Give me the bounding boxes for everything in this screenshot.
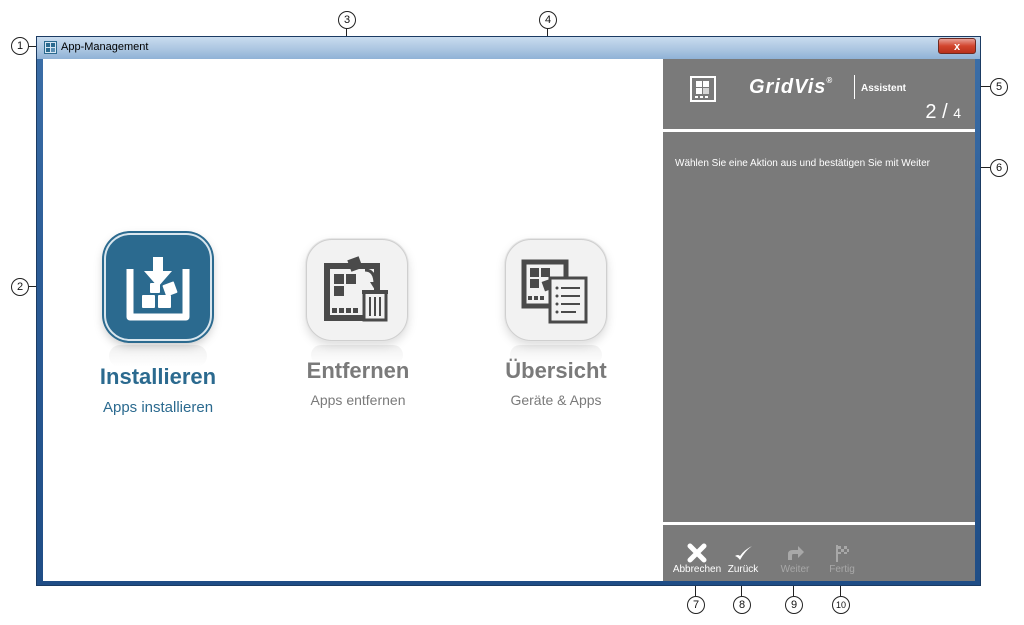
cancel-button[interactable]: Abbrechen [669, 541, 725, 577]
callout-1: 1 [11, 37, 29, 55]
remove-tile-icon[interactable] [306, 239, 408, 341]
install-tile-icon[interactable] [104, 233, 212, 341]
overview-tile-icon[interactable] [505, 239, 607, 341]
title-bar[interactable]: App-Management x [37, 37, 980, 59]
brand-name: GridVis® [749, 76, 833, 99]
overview-title: Übersicht [505, 358, 607, 383]
client-area: Installieren Apps installieren [43, 59, 975, 581]
callout-10: 10 [832, 596, 850, 614]
finish-label: Fertig [829, 564, 855, 575]
leader-1 [29, 46, 40, 47]
overview-tile-reflection [510, 345, 602, 365]
assistant-label: Assistent [861, 83, 907, 94]
install-subtitle: Apps installieren [102, 399, 214, 416]
back-check-icon [735, 546, 752, 560]
step-indicator: 2 / 4 [925, 101, 961, 124]
step-separator: / [942, 101, 948, 123]
next-label: Weiter [780, 564, 810, 575]
callout-7: 7 [687, 596, 705, 614]
back-label: Zurück [727, 564, 759, 575]
callout-4: 4 [539, 11, 557, 29]
back-button[interactable]: Zurück [715, 541, 771, 577]
window-close-button[interactable]: x [938, 38, 976, 54]
assistant-header: GridVis® | Assistent 2 / 4 [663, 59, 975, 127]
overview-subtitle: Geräte & Apps [510, 392, 602, 408]
brand-registered-mark: ® [826, 76, 834, 85]
finish-flag-icon [836, 545, 849, 562]
tile-install[interactable]: Installieren Apps installieren [83, 229, 233, 429]
header-divider [663, 129, 975, 132]
callout-2: 2 [11, 278, 29, 296]
finish-button[interactable]: Fertig [814, 541, 870, 577]
install-title: Installieren [99, 364, 217, 389]
app-icon [44, 41, 57, 54]
install-apps-icon [126, 257, 190, 321]
tile-overview[interactable]: Übersicht Geräte & Apps [481, 235, 631, 435]
footer-divider [663, 522, 975, 525]
header-separator: | [854, 75, 855, 99]
cancel-label: Abbrechen [672, 564, 722, 575]
gridvis-logo-icon [690, 76, 716, 102]
remove-tile-reflection [311, 345, 403, 365]
remove-subtitle: Apps entfernen [310, 392, 406, 408]
brand-text: GridVis [749, 76, 827, 98]
leader-5 [976, 86, 990, 87]
install-tile-reflection [109, 345, 207, 367]
remove-apps-icon [324, 256, 388, 322]
step-total: 4 [953, 105, 961, 121]
callout-9: 9 [785, 596, 803, 614]
instruction-text: Wählen Sie eine Aktion aus und bestätige… [675, 158, 930, 169]
app-window: App-Management x [36, 36, 981, 586]
step-current: 2 [925, 101, 937, 123]
action-selection-area: Installieren Apps installieren [43, 59, 662, 581]
assistant-panel: GridVis® | Assistent 2 / 4 Wählen Sie ei… [663, 59, 975, 581]
window-title: App-Management [61, 41, 149, 53]
callout-6: 6 [990, 159, 1008, 177]
cancel-x-icon [687, 543, 707, 563]
callout-8: 8 [733, 596, 751, 614]
callout-3: 3 [338, 11, 356, 29]
remove-title: Entfernen [306, 358, 410, 383]
tile-remove[interactable]: Entfernen Apps entfernen [283, 235, 433, 435]
overview-devices-apps-icon [521, 259, 588, 324]
next-button[interactable]: Weiter [767, 541, 823, 577]
next-arrow-icon [788, 546, 804, 560]
callout-5: 5 [990, 78, 1008, 96]
